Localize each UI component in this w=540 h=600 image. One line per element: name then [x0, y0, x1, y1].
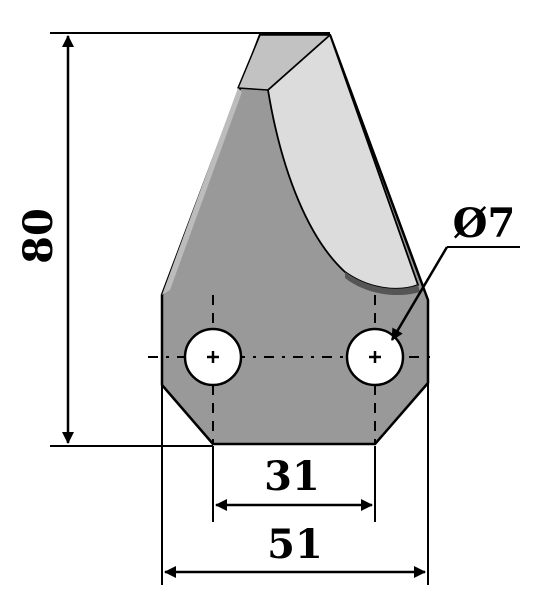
total-width-label: 51	[267, 521, 323, 568]
height-dimension-label: 80	[15, 208, 62, 264]
blade-bevel-shadow	[345, 272, 420, 296]
hole-spacing-label: 31	[264, 453, 320, 500]
hole-diameter-leader-arrow	[390, 246, 449, 341]
right-mounting-hole	[345, 327, 405, 387]
left-mounting-hole	[183, 327, 243, 387]
blade-cutting-edge-bevel	[267, 34, 419, 290]
blade-left-edge	[162, 88, 242, 295]
hole-diameter-label: Ø7	[453, 200, 516, 247]
